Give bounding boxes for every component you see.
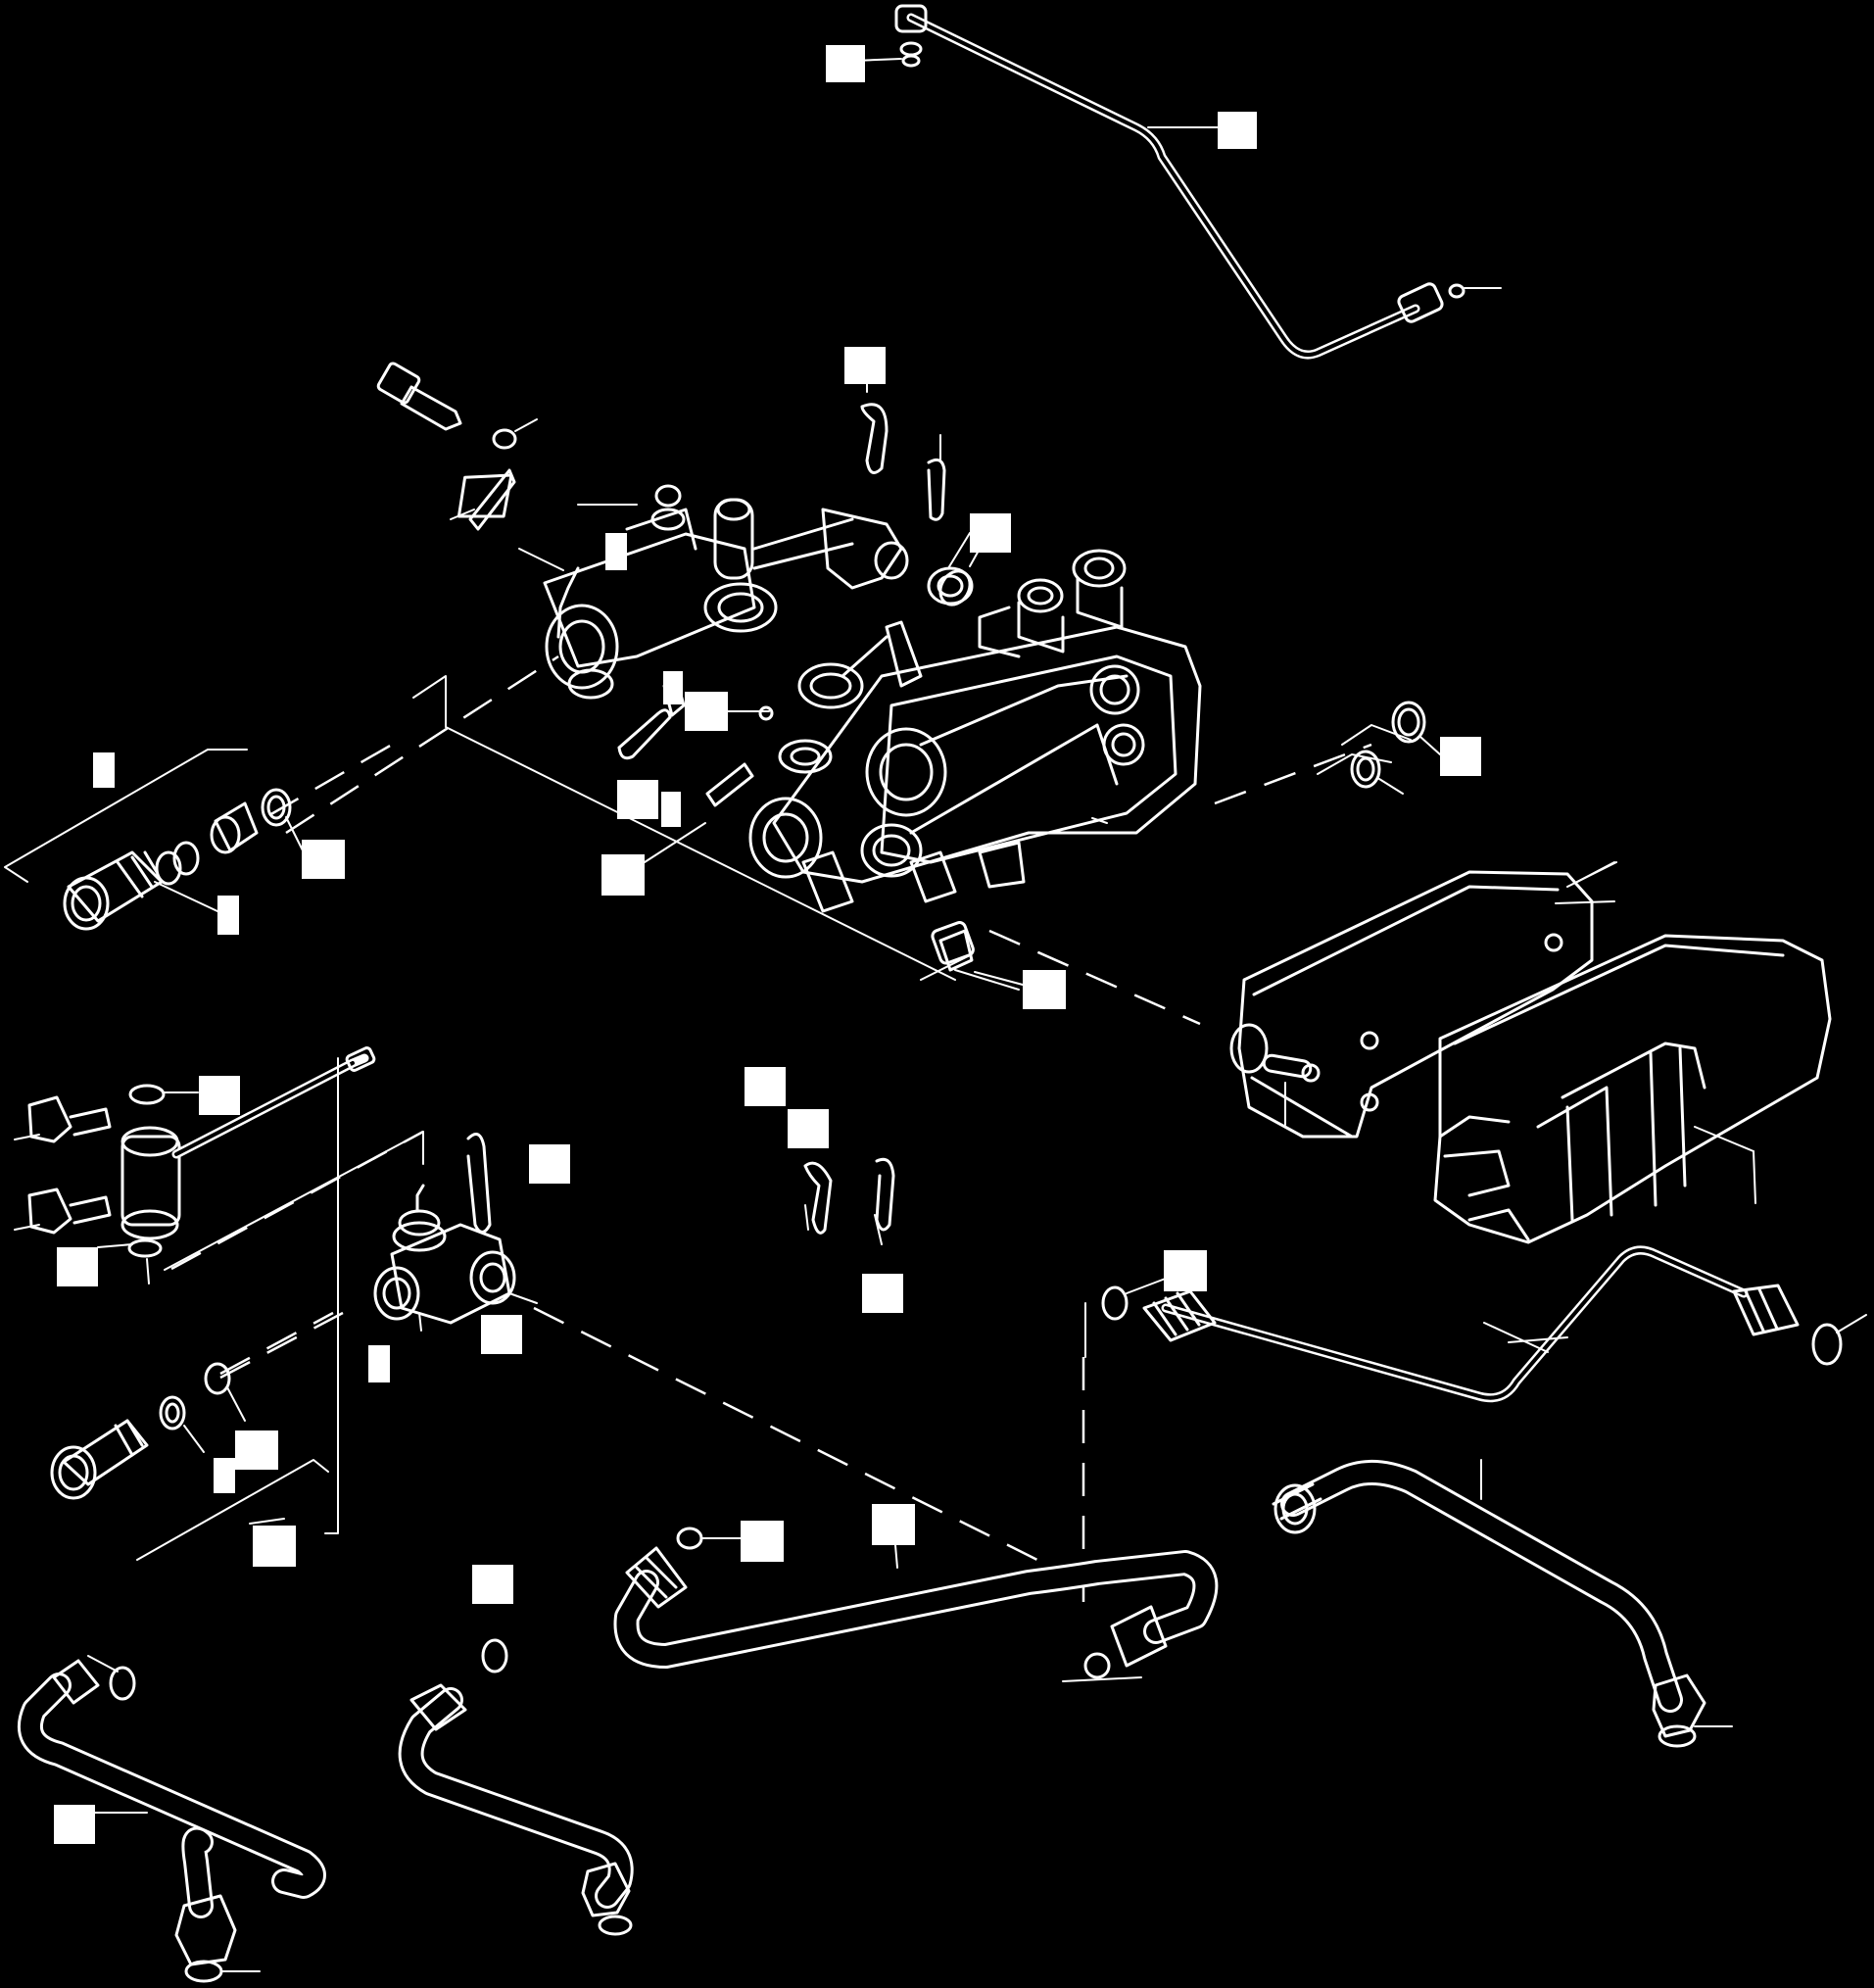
callout-box bbox=[844, 347, 886, 384]
o-ring bbox=[1350, 750, 1381, 789]
lower-right-fittings bbox=[1272, 1459, 1733, 1748]
callout-box bbox=[605, 533, 627, 570]
callout-box bbox=[93, 752, 115, 788]
upper-metering-tube bbox=[826, 4, 1502, 360]
lower-left-fittings bbox=[52, 1655, 261, 1983]
valve-body-assembly bbox=[285, 347, 1481, 1026]
callout-box bbox=[1164, 1250, 1207, 1291]
filter-canister bbox=[1229, 861, 1832, 1244]
assembly-axis bbox=[988, 929, 1201, 1026]
callout-box bbox=[214, 1458, 235, 1493]
callout-box bbox=[529, 1144, 570, 1184]
callout-box bbox=[472, 1565, 513, 1604]
callout-box bbox=[1023, 970, 1066, 1009]
banjo-bolts bbox=[14, 1095, 112, 1235]
manifold-block bbox=[748, 549, 1202, 991]
group-bracket bbox=[136, 1459, 329, 1561]
callout-box bbox=[661, 792, 681, 827]
tube-top-nut bbox=[894, 4, 928, 68]
callout-box bbox=[253, 1526, 296, 1567]
callout-box bbox=[217, 896, 239, 935]
assembly-axis bbox=[1214, 743, 1372, 805]
lower-center-fittings bbox=[409, 1638, 633, 1936]
group-bracket bbox=[4, 749, 248, 883]
callout-box bbox=[741, 1521, 784, 1562]
center-hose-fittings bbox=[625, 1527, 1168, 1682]
tee-valve bbox=[373, 1133, 570, 1354]
o-ring bbox=[1391, 701, 1426, 744]
callout-box bbox=[368, 1345, 390, 1382]
callout-box bbox=[1440, 737, 1481, 776]
callout-box bbox=[663, 671, 683, 704]
callout-box bbox=[57, 1247, 98, 1286]
strainer-assembly bbox=[4, 743, 393, 935]
callout-box bbox=[862, 1274, 903, 1313]
callout-box bbox=[788, 1109, 829, 1148]
callout-box bbox=[872, 1504, 915, 1545]
assembly-bracket bbox=[412, 675, 956, 981]
tube-end-fitting bbox=[1397, 282, 1502, 323]
assembly-axis bbox=[533, 1306, 1054, 1570]
callout-box bbox=[54, 1805, 95, 1844]
left-valve-housing bbox=[518, 484, 974, 700]
left-fittings bbox=[14, 1046, 1054, 1570]
callout-box bbox=[970, 513, 1011, 553]
group-bracket bbox=[324, 1057, 339, 1534]
hose-lines bbox=[18, 1245, 1867, 1983]
pins-left bbox=[468, 468, 774, 807]
assembly-axis bbox=[285, 655, 559, 835]
callout-box bbox=[826, 45, 865, 82]
callout-box bbox=[617, 780, 658, 819]
callout-box bbox=[199, 1076, 240, 1115]
callout-box bbox=[235, 1430, 278, 1470]
callout-box bbox=[601, 854, 645, 896]
bleed-screw bbox=[376, 362, 538, 520]
strainer-body bbox=[63, 788, 305, 931]
hose-end-fittings bbox=[1101, 1271, 1867, 1366]
callout-box bbox=[745, 1067, 786, 1106]
hairpin-clips bbox=[745, 1067, 903, 1313]
inlet-fitting bbox=[120, 1084, 181, 1285]
callout-box bbox=[1218, 112, 1257, 149]
lower-strainer bbox=[50, 1311, 334, 1561]
callout-box bbox=[481, 1315, 522, 1354]
callout-box bbox=[302, 840, 345, 879]
callout-box bbox=[685, 692, 728, 731]
